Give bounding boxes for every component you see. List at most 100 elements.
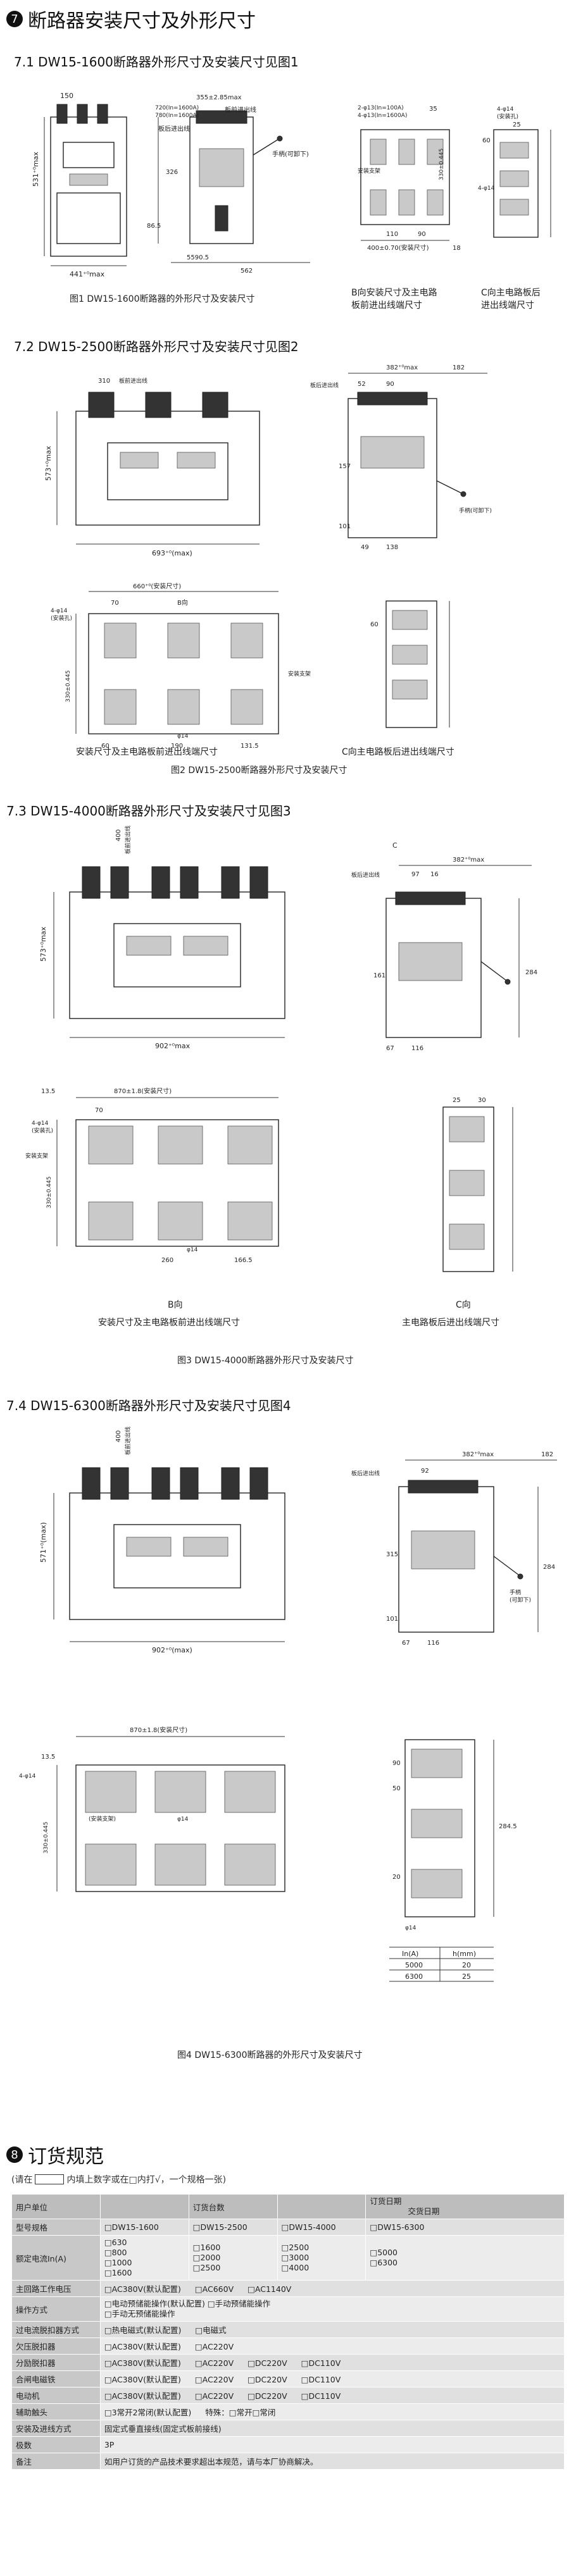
figure-3-caption: 图3 DW15-4000断路器外形尺寸及安装尺寸 — [177, 1356, 354, 1366]
label-mount-hole: (安装孔) — [32, 1127, 53, 1134]
label-mount-bracket: 安装支架 — [288, 670, 311, 678]
table-row: 额定电流In(A) □630 □800 □1000 □1600 □1600 □2… — [11, 2235, 565, 2281]
dim-50: 50 — [392, 1785, 401, 1792]
option[interactable]: □1600 — [104, 2268, 132, 2277]
option[interactable]: □2500 — [281, 2243, 310, 2252]
option[interactable]: □DC220V — [247, 2358, 287, 2368]
option[interactable]: □3000 — [281, 2253, 310, 2262]
option-cell[interactable]: □AC380V(默认配置) □AC220V □DC220V □DC110V — [99, 2370, 565, 2387]
option[interactable]: □AC220V — [194, 2391, 234, 2401]
dim-562: 562 — [241, 268, 253, 275]
dim-4-phi14-c: 4-φ14 — [478, 185, 495, 192]
option-cell[interactable]: □2500 □3000 □4000 — [277, 2235, 366, 2281]
dim-131-5: 131.5 — [241, 743, 259, 750]
dim-330: 330±0.445 — [439, 149, 445, 180]
dim-400: 400 — [115, 829, 122, 841]
option[interactable]: □1000 — [104, 2258, 132, 2267]
option-cell[interactable]: □630 □800 □1000 □1600 — [99, 2235, 189, 2281]
option[interactable]: □DC220V — [247, 2375, 287, 2384]
dim-13-5: 13.5 — [41, 1754, 55, 1761]
label-front-wiring: 板前进出线 — [124, 826, 132, 854]
option[interactable]: □DC110V — [301, 2375, 341, 2384]
option[interactable]: □2500 — [192, 2263, 221, 2272]
in-table-cell: 25 — [462, 1972, 471, 1981]
dim-182: 182 — [453, 364, 465, 371]
option-cell[interactable]: □5000 □6300 — [365, 2235, 565, 2281]
option-cell[interactable]: □AC380V(默认配置) □AC220V — [99, 2338, 565, 2355]
dim-60: 60 — [482, 137, 491, 144]
option[interactable]: □AC380V(默认配置) — [104, 2342, 181, 2351]
option[interactable]: □AC380V(默认配置) — [104, 2391, 181, 2401]
dim-101: 101 — [386, 1616, 398, 1623]
option[interactable]: □3常开2常闭(默认配置) — [104, 2408, 192, 2417]
dim-870: 870±1.8(安装尺寸) — [114, 1087, 172, 1095]
option[interactable]: □DC220V — [247, 2391, 287, 2401]
option[interactable]: □630 — [104, 2238, 127, 2247]
label-mount-hole: (安装孔) — [497, 113, 518, 120]
dim-30: 30 — [478, 1097, 486, 1104]
option-cell[interactable]: □DW15-6300 — [365, 2219, 565, 2236]
dim-25: 25 — [513, 121, 521, 128]
option[interactable]: □1600 — [192, 2243, 221, 2252]
option-cell[interactable]: □AC380V(默认配置) □AC660V □AC1140V — [99, 2280, 565, 2297]
option[interactable]: □AC1140V — [247, 2284, 292, 2294]
table-row: 备注 如用户订货的产品技术要求超出本规范，请与本厂协商解决。 — [11, 2453, 565, 2470]
dim-166-5: 166.5 — [234, 1257, 253, 1264]
option[interactable]: □热电磁式(默认配置) — [104, 2325, 182, 2335]
option-cell[interactable]: □1600 □2000 □2500 — [188, 2235, 278, 2281]
row-label: 电动机 — [11, 2387, 101, 2404]
in-table-cell: 5000 — [405, 1961, 423, 1969]
option[interactable]: □2000 — [192, 2253, 221, 2262]
dim-4-phi14: 4-φ14 — [497, 106, 514, 113]
option-cell[interactable]: □DW15-1600 — [99, 2219, 189, 2236]
figure-3-drawing: 400 板前进出线 573⁺⁰max 902⁺⁰max C 板后进出线 97 1… — [25, 826, 537, 1272]
order-note: (请在 内填上数字或在□内打√，一个规格一张) — [11, 2173, 226, 2186]
section-title: 订货规范 — [28, 2146, 104, 2168]
dim-4-phi14: 4-φ14 — [32, 1120, 49, 1127]
dim-49: 49 — [361, 544, 369, 551]
option-cell[interactable]: □热电磁式(默认配置) □电磁式 — [99, 2321, 565, 2338]
option[interactable]: □6300 — [370, 2258, 398, 2267]
figure-4-caption: 图4 DW15-6300断路器的外形尺寸及安装尺寸 — [177, 2050, 363, 2060]
option[interactable]: □电动预储能操作(默认配置) □手动预储能操作 — [104, 2299, 271, 2308]
option[interactable]: □AC380V(默认配置) — [104, 2375, 181, 2384]
option[interactable]: □800 — [104, 2248, 127, 2257]
option[interactable]: □AC380V(默认配置) — [104, 2358, 181, 2368]
header-blank — [99, 2194, 189, 2219]
option-cell: 3P — [99, 2436, 565, 2453]
figure-3-c-caption-2: 主电路板后进出线端尺寸 — [402, 1318, 499, 1328]
order-spec-table: 用户单位 订货台数 订货日期 交货日期 型号规格 □DW15-1600 □DW1… — [11, 2194, 565, 2470]
dim-92: 92 — [421, 1468, 429, 1475]
option-cell[interactable]: □DW15-2500 — [188, 2219, 278, 2236]
option[interactable]: □AC660V — [194, 2284, 234, 2294]
dim-284: 284 — [543, 1564, 555, 1571]
option[interactable]: □AC220V — [194, 2358, 234, 2368]
option[interactable]: □电磁式 — [195, 2325, 227, 2335]
option-cell[interactable]: □3常开2常闭(默认配置) 特殊：□常开□常闭 — [99, 2403, 565, 2420]
dim-phi14: φ14 — [187, 1247, 198, 1253]
option[interactable]: 特殊：□常开□常闭 — [205, 2408, 276, 2417]
option[interactable]: □5000 — [370, 2248, 398, 2257]
dim-330: 330±0.445 — [65, 671, 72, 702]
option[interactable]: □AC380V(默认配置) — [104, 2284, 181, 2294]
option[interactable]: □手动无预储能操作 — [104, 2309, 175, 2319]
section-number-badge: 7 — [6, 11, 23, 27]
dim-4-phi14: 4-φ14 — [19, 1773, 36, 1780]
option-cell[interactable]: □电动预储能操作(默认配置) □手动预储能操作 □手动无预储能操作 — [99, 2296, 565, 2322]
in-table-header-in: In(A) — [402, 1950, 418, 1958]
option-cell[interactable]: □AC380V(默认配置) □AC220V □DC220V □DC110V — [99, 2387, 565, 2404]
figure-1-c-caption-2: 进出线端尺寸 — [481, 300, 534, 311]
option[interactable]: □4000 — [281, 2263, 310, 2272]
option-cell[interactable]: □AC380V(默认配置) □AC220V □DC220V □DC110V — [99, 2354, 565, 2371]
option[interactable]: □DC110V — [301, 2358, 341, 2368]
dim-330: 330±0.445 — [46, 1177, 53, 1208]
option[interactable]: □DC110V — [301, 2391, 341, 2401]
row-label: 操作方式 — [11, 2296, 101, 2322]
dim-400: 400 — [115, 1430, 122, 1442]
dim-326: 326 — [166, 169, 178, 176]
option-cell[interactable]: □DW15-4000 — [277, 2219, 366, 2236]
option[interactable]: □AC220V — [194, 2342, 234, 2351]
option[interactable]: □AC220V — [194, 2375, 234, 2384]
label-mount-hole: (安装孔) — [51, 614, 72, 622]
header-dates: 订货日期 交货日期 — [365, 2194, 565, 2219]
